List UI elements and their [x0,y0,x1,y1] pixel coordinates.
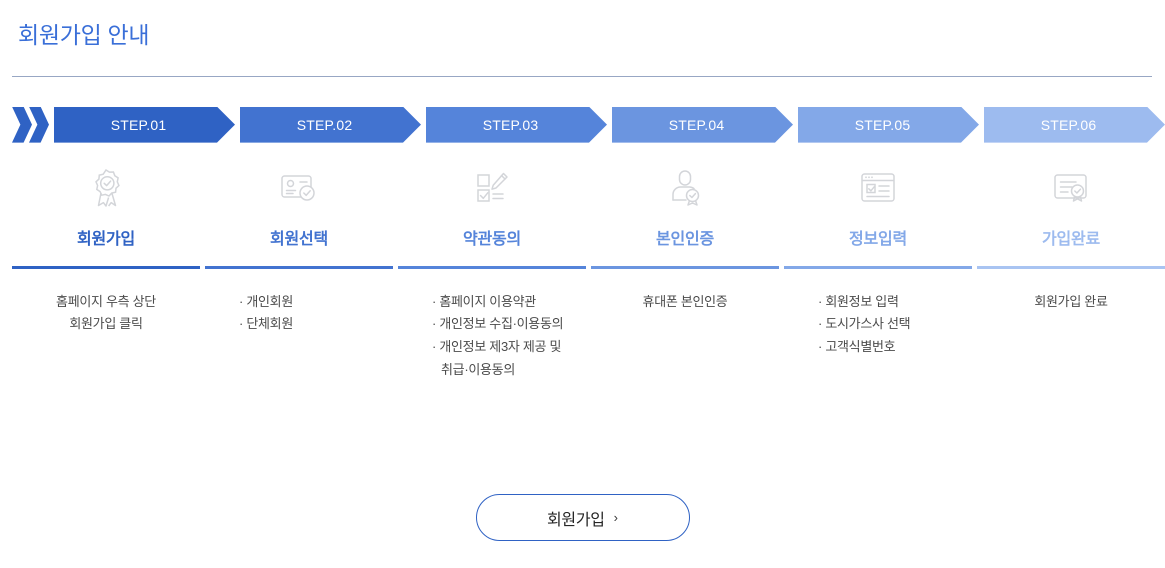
step-chevron-1[interactable]: STEP.01 [54,107,235,143]
description-line: · 고객식별번호 [818,339,896,355]
step-description-5: · 회원정보 입력 · 도시가스사 선택 · 고객식별번호 [784,291,972,359]
description-line: 회원가입 클릭 [69,316,143,332]
step-chevron-5[interactable]: STEP.05 [798,107,979,143]
step-column-3: 약관동의 · 홈페이지 이용약관 · 개인정보 수집·이용동의 · 개인정보 제… [398,165,586,382]
description-line: · 개인회원 [239,293,293,309]
step-chevron-label: STEP.02 [296,116,353,133]
step-chevron-2[interactable]: STEP.02 [240,107,421,143]
id-card-check-icon [277,165,321,211]
step-name-3: 약관동의 [462,230,522,248]
step-description-1: 홈페이지 우측 상단 회원가입 클릭 [12,291,200,337]
step-underline-1 [12,265,200,269]
header-divider [12,75,1152,77]
description-line: 홈페이지 우측 상단 [56,293,156,309]
step-chevron-label: STEP.06 [1040,116,1097,133]
step-chevron-label: STEP.01 [110,116,167,133]
step-name-6: 가입완료 [1041,230,1101,248]
step-chevron-4[interactable]: STEP.04 [612,107,793,143]
description-line: 취급·이용동의 [441,361,515,377]
signup-button[interactable]: 회원가입 › [475,494,690,541]
checklist-pen-icon [471,165,513,211]
step-column-6: 가입완료 회원가입 완료 [977,165,1165,382]
award-badge-check-icon [86,165,126,211]
form-window-icon [856,165,900,211]
step-underline-3 [398,265,586,269]
description-line: · 개인정보 수집·이용동의 [432,316,564,332]
step-column-2: 회원선택 · 개인회원 · 단체회원 [205,165,393,382]
step-chevron-6[interactable]: STEP.06 [984,107,1165,143]
step-name-5: 정보입력 [848,230,908,248]
page-header: 회원가입 안내 [0,0,1165,50]
step-chevron-3[interactable]: STEP.03 [426,107,607,143]
description-line: · 회원정보 입력 [818,293,899,309]
step-underline-4 [591,265,779,269]
signup-button-label: 회원가입 [546,511,605,529]
description-line: · 개인정보 제3자 제공 및 [432,339,562,355]
description-line: 휴대폰 본인인증 [642,293,728,309]
step-column-5: 정보입력 · 회원정보 입력 · 도시가스사 선택 · 고객식별번호 [784,165,972,382]
chevron-right-icon: › [613,510,619,525]
step-underline-2 [205,265,393,269]
person-verified-icon [665,165,705,211]
step-column-1: 회원가입 홈페이지 우측 상단 회원가입 클릭 [12,165,200,382]
certificate-seal-icon [1048,165,1094,211]
step-name-4: 본인인증 [655,230,715,248]
double-chevron-arrows-icon [12,106,54,143]
description-line: 회원가입 완료 [1034,293,1108,309]
step-chevron-label: STEP.05 [854,116,911,133]
signup-cta-container: 회원가입 › [0,494,1165,541]
step-description-2: · 개인회원 · 단체회원 [205,291,393,337]
step-chevron-label: STEP.04 [668,116,725,133]
step-chevron-label: STEP.03 [482,116,539,133]
page-title: 회원가입 안내 [18,22,150,48]
step-column-4: 본인인증 휴대폰 본인인증 [591,165,779,382]
description-line: · 도시가스사 선택 [818,316,911,332]
chevron-arrow-icon [12,106,32,143]
step-name-2: 회원선택 [269,230,329,248]
description-line: · 단체회원 [239,316,293,332]
step-progress-bar: STEP.01 STEP.02 STEP.03 STEP.04 STEP.05 … [0,106,1165,143]
chevron-arrow-icon [29,106,49,143]
step-description-6: 회원가입 완료 [977,291,1165,314]
step-name-1: 회원가입 [76,230,136,248]
step-underline-6 [977,265,1165,269]
step-description-4: 휴대폰 본인인증 [591,291,779,314]
step-description-3: · 홈페이지 이용약관 · 개인정보 수집·이용동의 · 개인정보 제3자 제공… [398,291,586,382]
step-detail-columns: 회원가입 홈페이지 우측 상단 회원가입 클릭 회원선택 · 개인회원 · 단체… [0,165,1165,382]
description-line: · 홈페이지 이용약관 [432,293,536,309]
step-underline-5 [784,265,972,269]
